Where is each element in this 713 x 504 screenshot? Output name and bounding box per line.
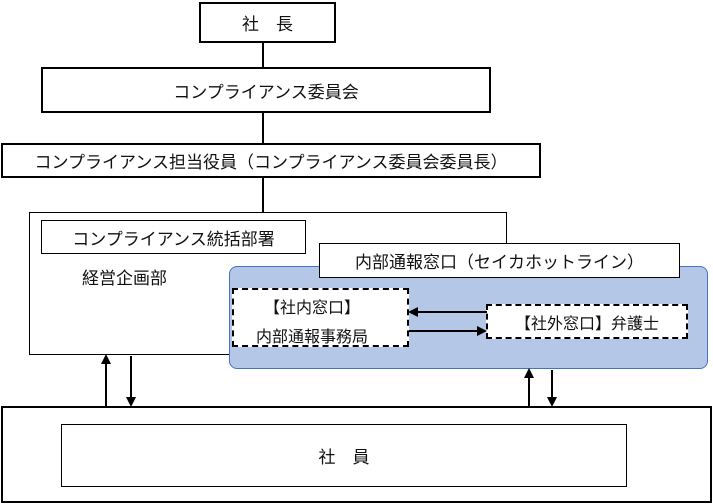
officer-box: コンプライアンス担当役員（コンプライアンス委員会委員長） (1, 143, 541, 178)
committee-box: コンプライアンス委員会 (41, 67, 491, 113)
internal-desk-line2: 内部通報事務局 (256, 327, 369, 346)
connector-committee-officer (262, 113, 264, 144)
connector-president-committee (262, 42, 264, 68)
officer-label: コンプライアンス担当役員（コンプライアンス委員会委員長） (34, 153, 508, 173)
president-box: 社 長 (199, 2, 336, 43)
internal-desk-box: 【社内窓口】 内部通報事務局 (232, 288, 409, 347)
committee-label: コンプライアンス委員会 (173, 82, 359, 103)
connector-officer-supervision (262, 178, 264, 212)
hotline-title-label: 内部通報窓口（セイカホットライン） (355, 253, 644, 273)
external-desk-label: 【社外窓口】弁護士 (514, 313, 659, 333)
employees-label: 社 員 (318, 448, 370, 468)
president-label: 社 長 (242, 15, 293, 35)
supervision-dept-label: 経営企画部 (82, 269, 167, 289)
internal-desk-line1: 【社内窓口】 (264, 298, 361, 317)
supervision-title-box: コンプライアンス統括部署 (41, 220, 306, 254)
hotline-title-box: 内部通報窓口（セイカホットライン） (319, 243, 680, 278)
external-desk-box: 【社外窓口】弁護士 (486, 304, 688, 339)
supervision-title-label: コンプライアンス統括部署 (72, 229, 275, 250)
employees-inner-box: 社 員 (61, 424, 627, 487)
